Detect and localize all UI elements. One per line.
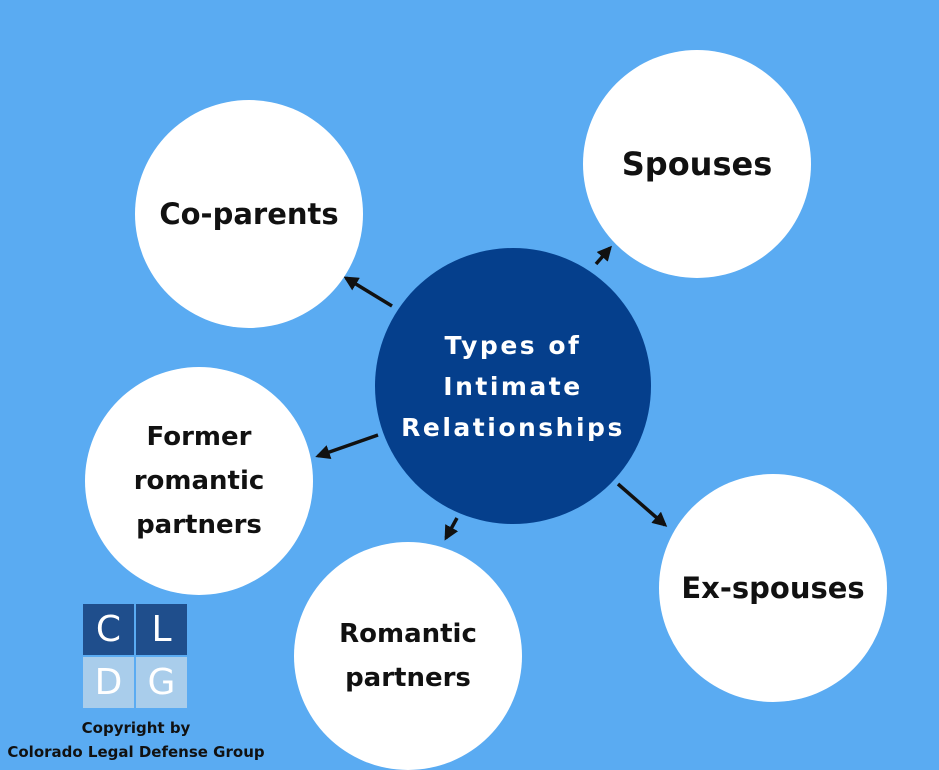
copyright-notice: Copyright by Colorado Legal Defense Grou… [0,716,272,764]
node-spouses: Spouses [583,50,811,278]
arrow-to-spouses [594,245,612,266]
arrow-to-former-romantic-partners [315,433,379,460]
copyright-line-1: Copyright by [81,719,191,737]
arrow-to-romantic-partners [444,517,459,541]
logo-letter-c: C [83,604,134,655]
node-label-co-parents: Co-parents [159,197,339,231]
node-label-former-romantic-partners: Former romantic partners [133,422,265,540]
arrow-to-co-parents [343,276,393,308]
node-label-ex-spouses: Ex-spouses [681,571,865,605]
logo-letter-l: L [136,604,187,655]
node-label-spouses: Spouses [621,145,773,183]
node-former-romantic-partners: Former romantic partners [85,367,313,595]
node-label-romantic-partners: Romantic partners [339,619,477,693]
center-node: Types of Intimate Relationships [375,248,651,524]
center-node-label: Types of Intimate Relationships [401,330,625,442]
arrow-to-ex-spouses [616,482,668,527]
node-romantic-partners: Romantic partners [294,542,522,770]
node-ex-spouses: Ex-spouses [659,474,887,702]
node-co-parents: Co-parents [135,100,363,328]
copyright-line-2: Colorado Legal Defense Group [7,743,265,761]
logo-letter-g: G [136,657,187,708]
cldg-logo: C L D G [83,604,187,708]
logo-letter-d: D [83,657,134,708]
